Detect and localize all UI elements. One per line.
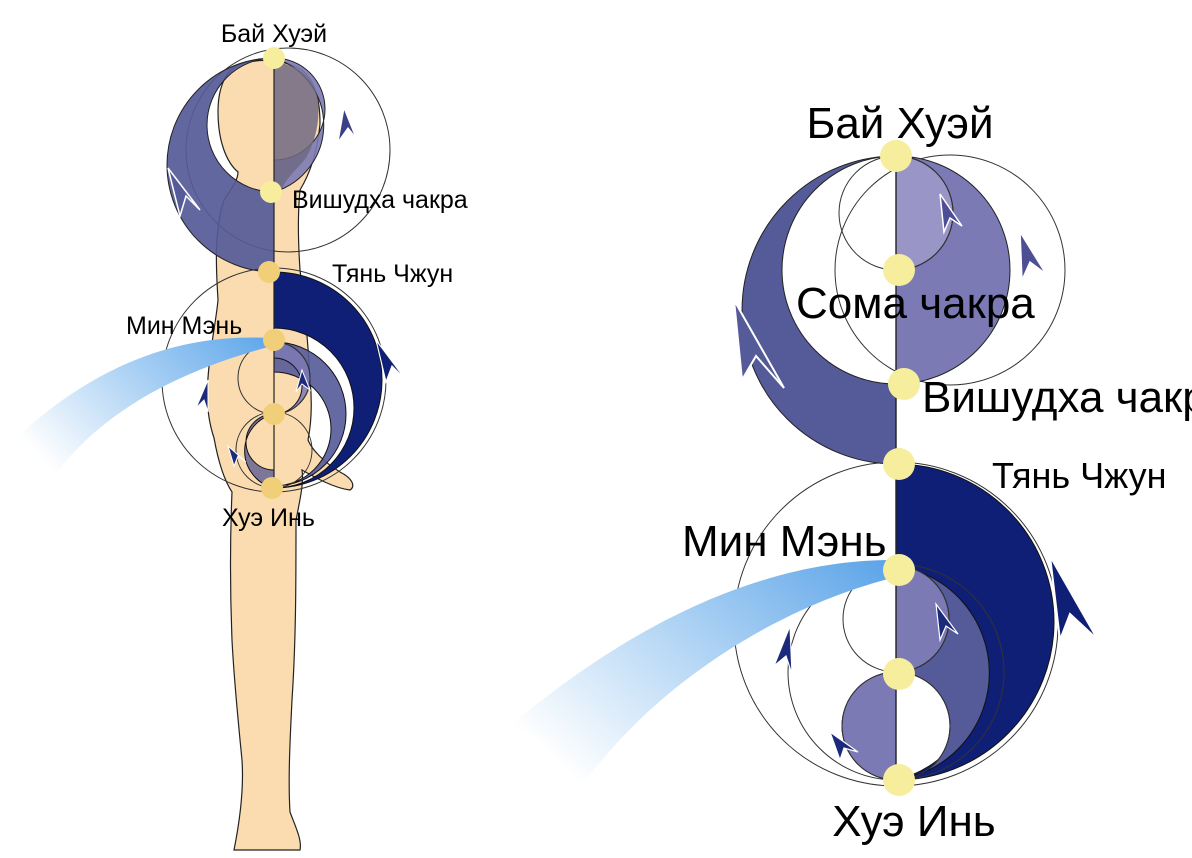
label-soma: Сома чакра xyxy=(796,279,1035,328)
label-vishuddha: Вишудха чакра xyxy=(292,186,468,214)
label-min-men: Мин Мэнь xyxy=(682,517,887,566)
lower-left-crescent xyxy=(842,672,896,780)
energy-stream xyxy=(510,560,892,792)
label-bai-huei: Бай Хуэй xyxy=(806,99,993,148)
point-tian-zhun xyxy=(258,261,280,283)
label-bai-huei: Бай Хуэй xyxy=(221,20,327,48)
point-vishuddha xyxy=(888,368,920,400)
arrow-icon xyxy=(1020,232,1046,280)
point-min-men xyxy=(883,554,915,586)
point-middle xyxy=(883,658,915,690)
arrow-icon xyxy=(1050,556,1098,640)
arrow-icon xyxy=(774,626,792,674)
point-tian-zhun xyxy=(883,448,915,480)
point-vishuddha xyxy=(260,181,282,203)
right-figure: Бай Хуэй Сома чакра Вишудха чакра Тянь Ч… xyxy=(510,99,1192,846)
arrow-icon xyxy=(338,108,356,142)
point-min-men xyxy=(263,329,285,351)
label-tian-zhun: Тянь Чжун xyxy=(332,260,453,288)
label-vishuddha: Вишудха чакра xyxy=(922,373,1192,422)
point-hue-in xyxy=(261,477,283,499)
point-bai-huei xyxy=(263,47,285,69)
point-hue-in xyxy=(883,764,915,796)
point-middle xyxy=(263,403,285,425)
label-hue-in: Хуэ Инь xyxy=(832,797,995,846)
left-figure: Бай Хуэй Вишудха чакра Тянь Чжун Мин Мэн… xyxy=(14,20,468,850)
label-min-men: Мин Мэнь xyxy=(126,312,242,340)
label-hue-in: Хуэ Инь xyxy=(222,504,315,532)
label-tian-zhun: Тянь Чжун xyxy=(992,455,1166,496)
arrow-icon xyxy=(196,380,208,412)
